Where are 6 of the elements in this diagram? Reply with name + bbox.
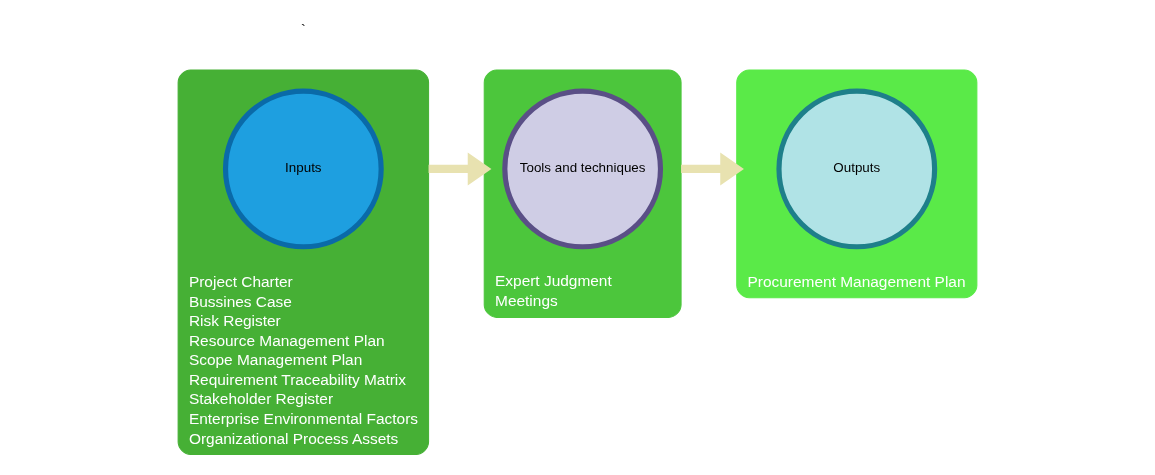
label: ` xyxy=(300,21,306,38)
arrow xyxy=(681,152,744,186)
node-circle: Inputs xyxy=(222,88,384,250)
arrow xyxy=(428,152,492,186)
node-circle: Outputs xyxy=(776,88,938,250)
node-circle: Tools and techniques xyxy=(502,88,664,250)
